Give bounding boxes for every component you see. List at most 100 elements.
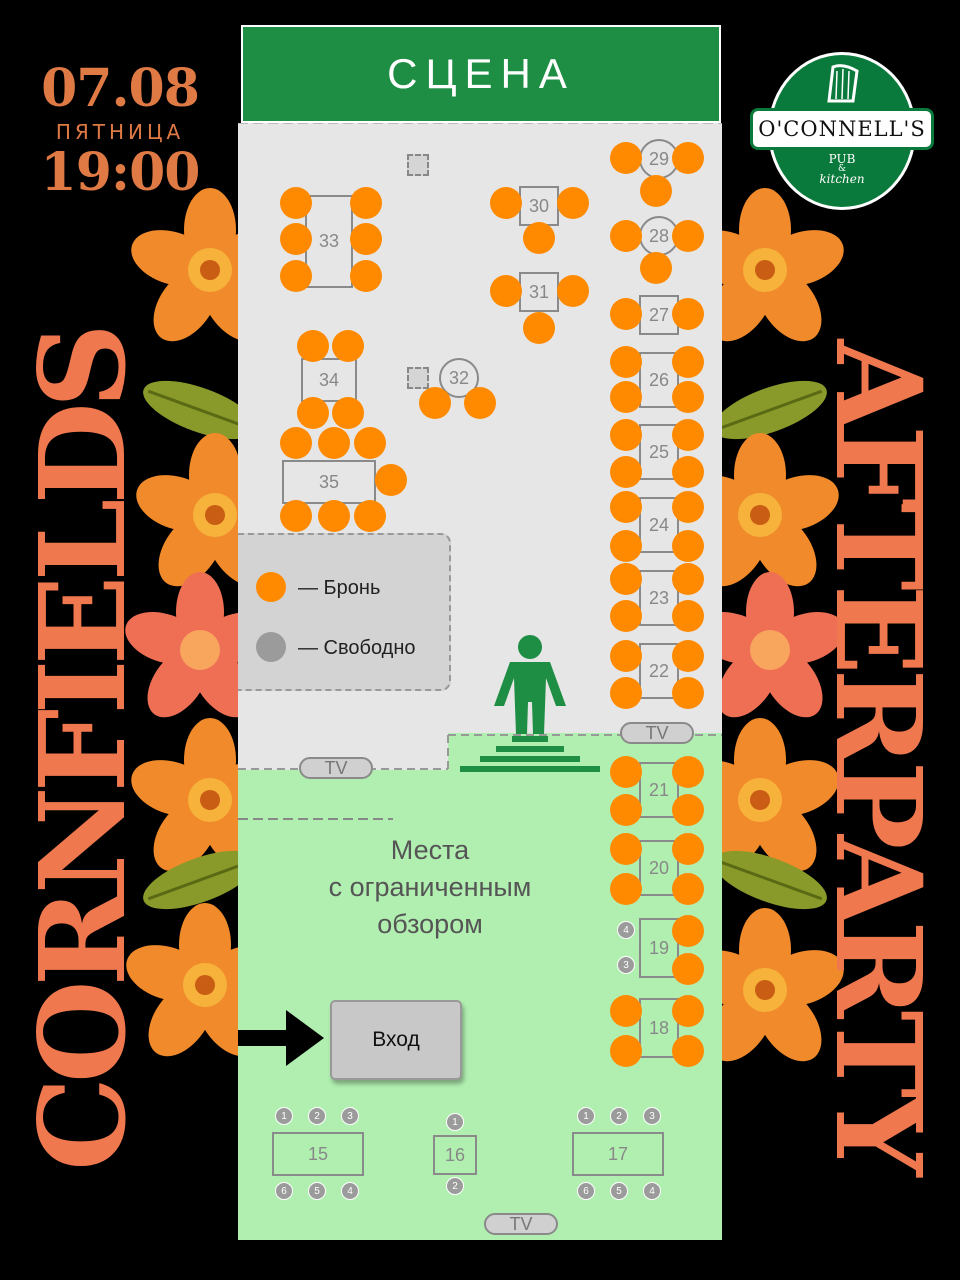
booked-seat <box>672 419 704 451</box>
booked-seat <box>350 187 382 219</box>
booked-seat <box>610 142 642 174</box>
free-seat[interactable]: 1 <box>275 1107 293 1125</box>
table-15[interactable]: 15 <box>272 1132 364 1176</box>
limited-view-label-line: обзором <box>377 909 483 939</box>
table-34[interactable]: 34 <box>301 358 357 402</box>
table-24[interactable]: 24 <box>639 497 679 553</box>
booked-seat <box>297 330 329 362</box>
logo-amp: & <box>837 164 846 174</box>
stage: СЦЕНА <box>241 25 721 123</box>
booked-seat <box>557 187 589 219</box>
booked-seat <box>350 260 382 292</box>
left-title: CORNFIELDS <box>13 328 152 1172</box>
column-marker <box>407 154 429 176</box>
booked-seat <box>672 873 704 905</box>
free-seat[interactable]: 3 <box>341 1107 359 1125</box>
booked-seat <box>672 1035 704 1067</box>
booked-seat <box>610 456 642 488</box>
booked-seat <box>672 953 704 985</box>
limited-view-label: Места с ограниченным обзором <box>300 832 560 943</box>
booked-seat <box>610 794 642 826</box>
booked-seat <box>640 175 672 207</box>
booked-seat <box>523 312 555 344</box>
logo-kitchen: kitchen <box>819 172 865 186</box>
limited-view-label-line: Места <box>390 835 470 865</box>
booked-seat <box>490 275 522 307</box>
booked-seat <box>672 530 704 562</box>
booked-seat <box>672 142 704 174</box>
booked-seat <box>375 464 407 496</box>
booked-seat <box>672 640 704 672</box>
free-seat[interactable]: 3 <box>643 1107 661 1125</box>
booked-seat <box>332 330 364 362</box>
booked-seat <box>610 220 642 252</box>
table-31[interactable]: 31 <box>519 272 559 312</box>
booked-seat <box>280 427 312 459</box>
free-seat[interactable]: 6 <box>275 1182 293 1200</box>
free-seat[interactable]: 6 <box>577 1182 595 1200</box>
table-30[interactable]: 30 <box>519 186 559 226</box>
pub-logo: O'CONNELL'S PUB & kitchen <box>750 52 934 210</box>
entrance: Вход <box>330 1000 462 1080</box>
booked-seat <box>672 794 704 826</box>
booked-seat <box>610 756 642 788</box>
booked-seat <box>672 756 704 788</box>
free-seat[interactable]: 2 <box>308 1107 326 1125</box>
event-date: 07.08 <box>41 58 200 119</box>
booked-seat <box>280 500 312 532</box>
booked-seat <box>610 530 642 562</box>
free-seat[interactable]: 2 <box>446 1177 464 1195</box>
legend-booked-label: — Бронь <box>298 577 381 599</box>
booked-seat <box>557 275 589 307</box>
booked-seat <box>610 833 642 865</box>
legend: — Бронь — Свободно <box>238 533 451 691</box>
free-seat[interactable]: 3 <box>617 956 635 974</box>
column-marker <box>407 367 429 389</box>
booked-seat <box>610 346 642 378</box>
table-35[interactable]: 35 <box>282 460 376 504</box>
free-seat[interactable]: 1 <box>577 1107 595 1125</box>
arrow-right-icon <box>238 1010 324 1066</box>
free-seat[interactable]: 4 <box>341 1182 359 1200</box>
free-seat[interactable]: 2 <box>610 1107 628 1125</box>
booked-seat <box>419 387 451 419</box>
booked-seat <box>610 419 642 451</box>
table-33[interactable]: 33 <box>305 195 353 288</box>
booked-seat <box>350 223 382 255</box>
booked-seat <box>354 427 386 459</box>
free-seat[interactable]: 5 <box>610 1182 628 1200</box>
legend-free-label: — Свободно <box>298 637 416 659</box>
booked-seat <box>297 397 329 429</box>
legend-booked-dot <box>256 572 286 602</box>
person-standing-icon <box>460 635 600 772</box>
booked-seat <box>318 500 350 532</box>
free-seat[interactable]: 1 <box>446 1113 464 1131</box>
table-16[interactable]: 16 <box>433 1135 477 1175</box>
booked-seat <box>672 381 704 413</box>
free-seat[interactable]: 5 <box>308 1182 326 1200</box>
booked-seat <box>610 995 642 1027</box>
event-weekday: ПЯТНИЦА <box>55 120 185 144</box>
tv-right: TV <box>620 722 694 744</box>
booked-seat <box>280 187 312 219</box>
booked-seat <box>672 298 704 330</box>
booked-seat <box>672 491 704 523</box>
booked-seat <box>280 223 312 255</box>
booked-seat <box>610 677 642 709</box>
right-title: AFTERPARTY <box>809 339 948 1171</box>
booked-seat <box>523 222 555 254</box>
booked-seat <box>672 677 704 709</box>
free-seat[interactable]: 4 <box>617 921 635 939</box>
limited-view-label-line: с ограниченным <box>328 872 532 902</box>
booked-seat <box>672 456 704 488</box>
booked-seat <box>610 491 642 523</box>
booked-seat <box>672 600 704 632</box>
tv-bottom: TV <box>484 1213 558 1235</box>
booked-seat <box>672 220 704 252</box>
event-time: 19:00 <box>40 142 201 203</box>
booked-seat <box>280 260 312 292</box>
free-seat[interactable]: 4 <box>643 1182 661 1200</box>
tv-left: TV <box>299 757 373 779</box>
legend-free-dot <box>256 632 286 662</box>
table-17[interactable]: 17 <box>572 1132 664 1176</box>
